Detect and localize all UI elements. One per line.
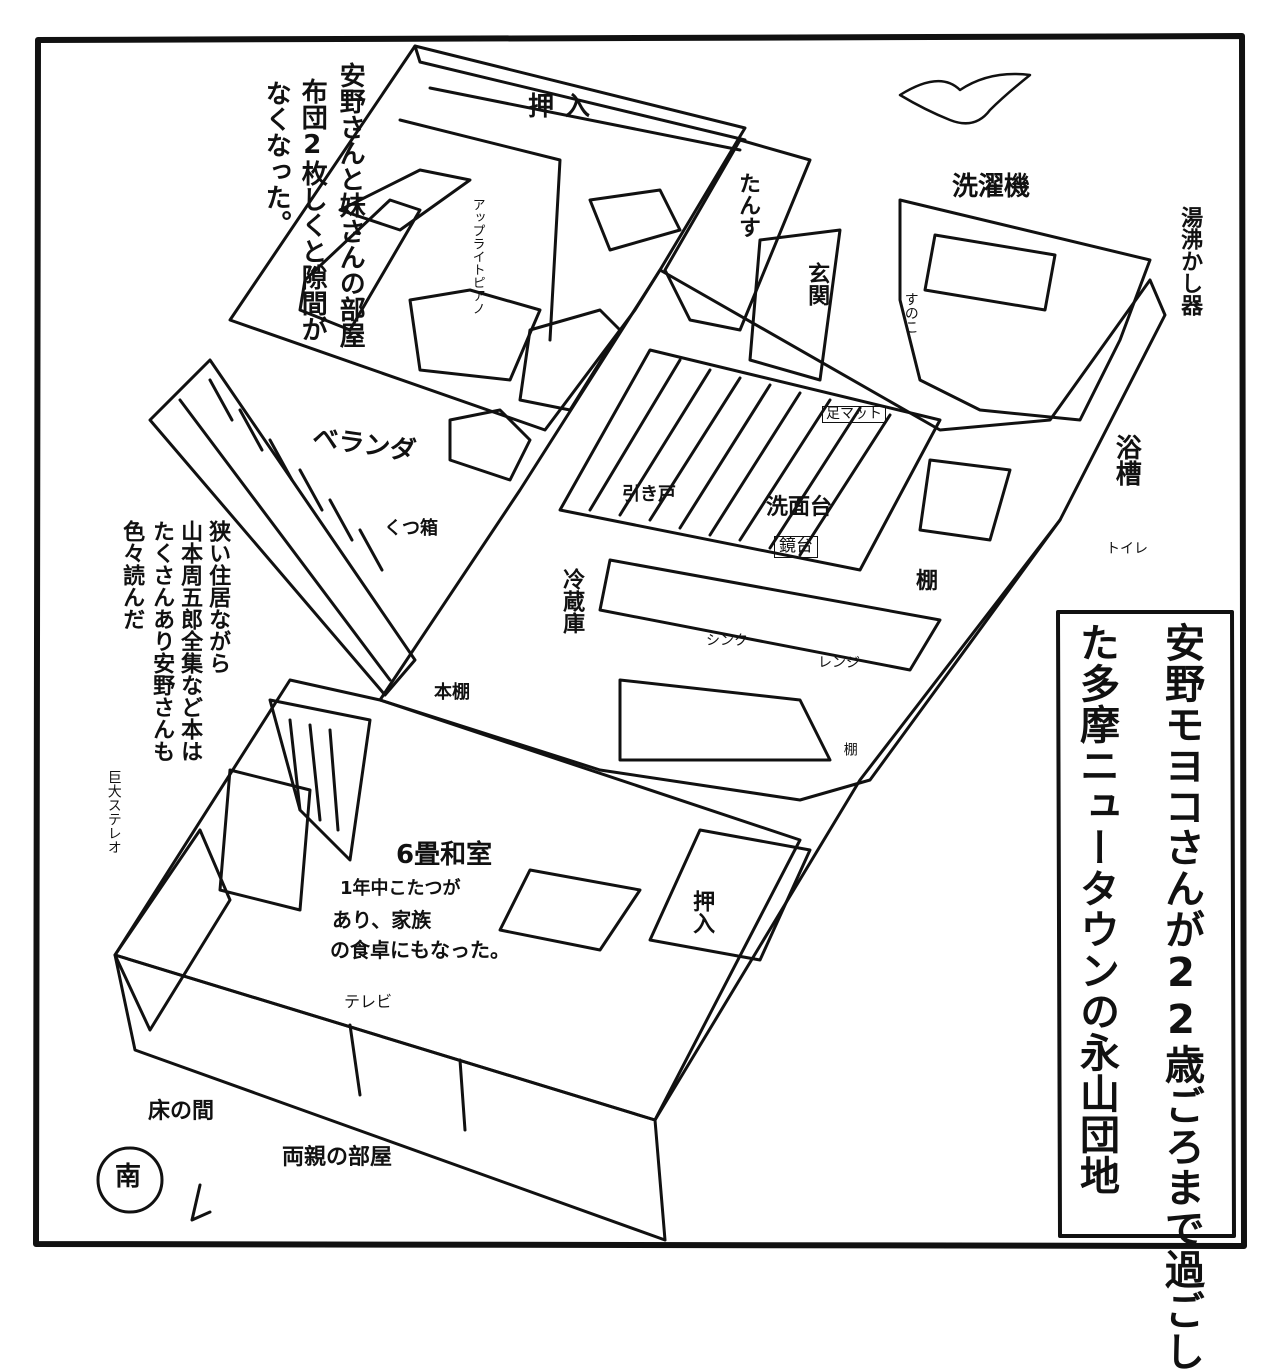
piano bbox=[588, 188, 682, 252]
outer-frame bbox=[33, 33, 1247, 1249]
label-tokonoma: 床の間 bbox=[148, 1099, 215, 1124]
label-apart-pipe: アップライトピアノ bbox=[469, 198, 485, 315]
floor-planks bbox=[558, 348, 942, 572]
label-kyodai-stereo: 巨大ステレオ bbox=[105, 770, 122, 854]
kotatsu bbox=[498, 868, 642, 952]
label-renji: レンジ bbox=[818, 655, 860, 671]
toilet bbox=[918, 458, 1012, 542]
bedroom-note-line-1: 安野さんと妹さんの部屋 bbox=[335, 62, 366, 348]
title-line-2: た多摩ニュータウンの永山団地 bbox=[1073, 622, 1119, 1196]
label-sentakuki: 洗濯機 bbox=[952, 172, 1031, 202]
kotatsu-note-line-1: 1年中こたつが bbox=[340, 878, 461, 899]
desk-left bbox=[298, 168, 472, 332]
label-oshiire-right: 押入 bbox=[689, 890, 715, 934]
label-tansu: たんす bbox=[735, 172, 761, 238]
kotatsu-note-line-2: あり、家族 bbox=[332, 908, 432, 932]
label-washitsu: 6畳和室 bbox=[396, 840, 493, 870]
label-hikido: 引き戸 bbox=[622, 484, 676, 505]
label-shinku: シンク bbox=[706, 633, 748, 649]
tokonoma-box bbox=[113, 828, 232, 1032]
bedroom-note-line-2: 布団2枚しくと隙間が bbox=[297, 78, 328, 342]
bookshelf-note-line-4: 色々読んだ bbox=[119, 520, 145, 630]
stereo bbox=[218, 768, 312, 912]
label-ashimatto: 足マット bbox=[822, 406, 886, 423]
washing-machine bbox=[923, 233, 1057, 312]
kitchen-outline bbox=[378, 268, 1167, 802]
compass-label: 南 bbox=[115, 1162, 142, 1192]
kotatsu-note-line-3: の食卓にもなった。 bbox=[330, 938, 510, 962]
bookshelf-note-line-2: 山本周五郎全集など本は bbox=[177, 520, 203, 762]
label-tana-kitchen: 棚 bbox=[841, 742, 858, 756]
compass-circle bbox=[96, 1146, 164, 1214]
genkan-floor bbox=[748, 228, 842, 382]
futon-1 bbox=[408, 288, 542, 382]
tansu-box bbox=[663, 138, 812, 332]
label-ryoushin: 両親の部屋 bbox=[282, 1145, 393, 1170]
floor-plan-drawing bbox=[33, 33, 1247, 1249]
shoe-box bbox=[448, 408, 532, 482]
washer-area bbox=[898, 198, 1152, 422]
label-senmendai: 洗面台 bbox=[766, 495, 833, 520]
label-yokusou: 浴槽 bbox=[1111, 434, 1142, 486]
label-toire: トイレ bbox=[1106, 541, 1148, 557]
label-sunoko: すのこ bbox=[902, 292, 919, 334]
bedroom-note-line-3: なくなった。 bbox=[261, 80, 292, 236]
oshiire-right-box bbox=[648, 828, 812, 962]
veranda-outline bbox=[148, 358, 417, 697]
title-line-1: 安野モヨコさんが22歳ごろまで過ごし bbox=[1158, 622, 1204, 1372]
label-reizouko: 冷蔵庫 bbox=[559, 568, 585, 634]
bookshelf bbox=[268, 698, 372, 862]
bird-doodle bbox=[898, 72, 1032, 125]
label-genkan: 玄関 bbox=[804, 262, 830, 306]
title-box bbox=[1056, 610, 1236, 1238]
compass-arrow bbox=[190, 1183, 212, 1222]
label-kyoudai: 鏡台 bbox=[774, 536, 818, 558]
label-hondana: 本棚 bbox=[434, 682, 470, 703]
label-yuwakashiki: 湯沸かし器 bbox=[1177, 206, 1203, 316]
front-wall bbox=[113, 953, 667, 1242]
label-oshiire-top: 押入 bbox=[528, 92, 601, 122]
bookshelf-note-line-3: たくさんあり安野さんも bbox=[149, 520, 175, 762]
bookshelf-note-line-1: 狭い住居ながら bbox=[205, 520, 231, 674]
label-tana-wash: 棚 bbox=[916, 569, 939, 594]
label-terebi: テレビ bbox=[344, 992, 393, 1011]
label-kutsubako: くつ箱 bbox=[384, 518, 438, 539]
kotatsu-table-kitchen bbox=[618, 678, 832, 762]
sink-counter bbox=[598, 558, 942, 672]
